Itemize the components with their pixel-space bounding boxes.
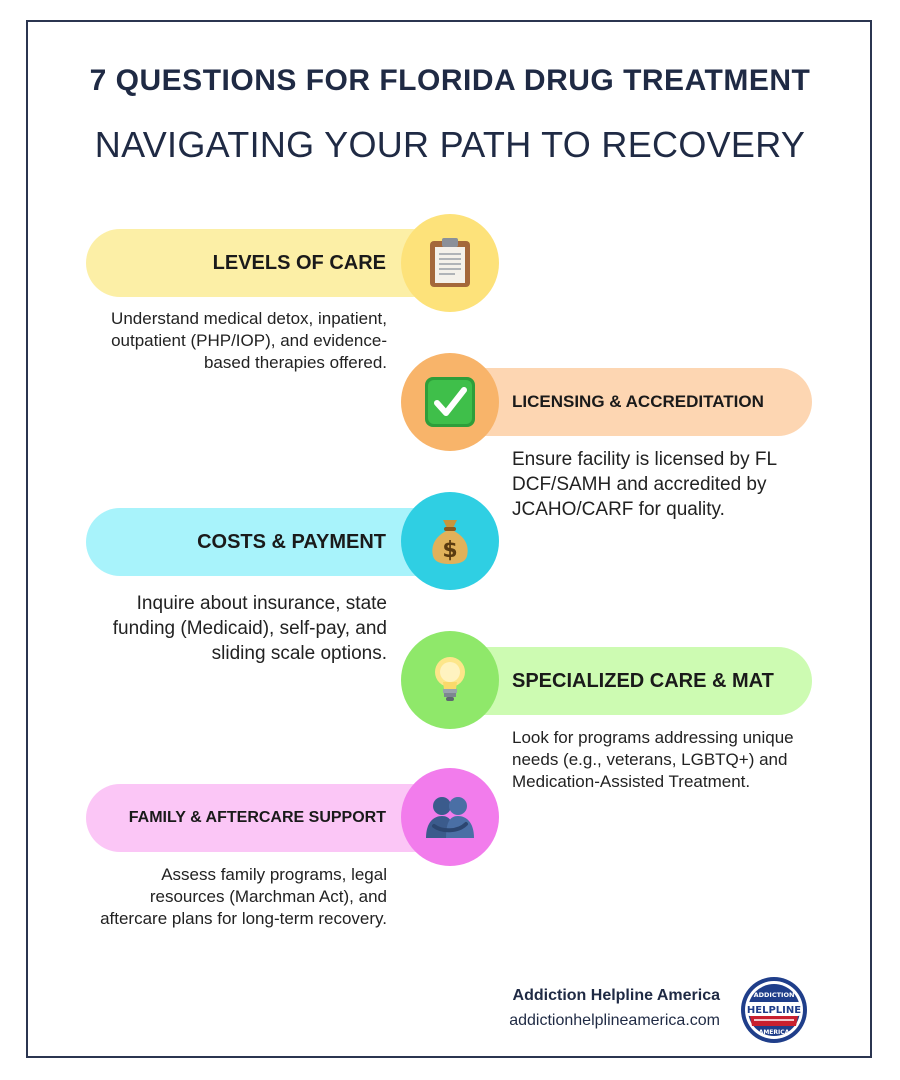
logo-text-bottom: AMERICA [759,1029,790,1036]
licensing-description: Ensure facility is licensed by FL DCF/SA… [512,449,777,520]
light-bulb-icon [435,657,465,701]
helpline-logo: HELPLINE ADDICTION AMERICA [741,977,807,1043]
costs-pill: COSTS & PAYMENT [86,508,446,576]
check-mark-icon [425,377,475,427]
levels-of-care-circle [401,214,499,312]
licensing-pill: LICENSING & ACCREDITATION [450,368,812,436]
specialized-care-title: SPECIALIZED CARE & MAT [512,669,774,692]
money-bag-icon: $ [432,520,468,564]
licensing-title: LICENSING & ACCREDITATION [512,392,764,411]
family-support-title: FAMILY & AFTERCARE SUPPORT [128,809,386,826]
levels-of-care-title: LEVELS OF CARE [212,251,386,274]
licensing-circle [401,353,499,451]
people-hugging-icon [426,797,474,838]
page-subtitle: NAVIGATING YOUR PATH TO RECOVERY [94,124,806,165]
logo-text-top: ADDICTION [754,991,795,999]
specialized-care-circle [401,631,499,729]
specialized-care-pill: SPECIALIZED CARE & MAT [450,647,812,715]
levels-of-care-description: Understand medical detox, inpatient, out… [111,309,387,372]
page-title: 7 QUESTIONS FOR FLORIDA DRUG TREATMENT [89,64,811,97]
costs-circle: $ [401,492,499,590]
svg-text:$: $ [442,538,457,563]
family-support-description: Assess family programs, legal resources … [100,865,387,928]
costs-title: COSTS & PAYMENT [197,530,386,553]
costs-description: Inquire about insurance, state funding (… [112,593,387,664]
levels-of-care-pill: LEVELS OF CARE [86,229,446,297]
brand-name: Addiction Helpline America [512,987,720,1004]
clipboard-icon [430,238,470,287]
family-support-pill: FAMILY & AFTERCARE SUPPORT [86,784,446,852]
specialized-care-description: Look for programs addressing unique need… [512,728,794,791]
family-support-circle [401,768,499,866]
logo-text-mid: HELPLINE [747,1005,801,1016]
brand-url[interactable]: addictionhelplineamerica.com [509,1012,720,1029]
